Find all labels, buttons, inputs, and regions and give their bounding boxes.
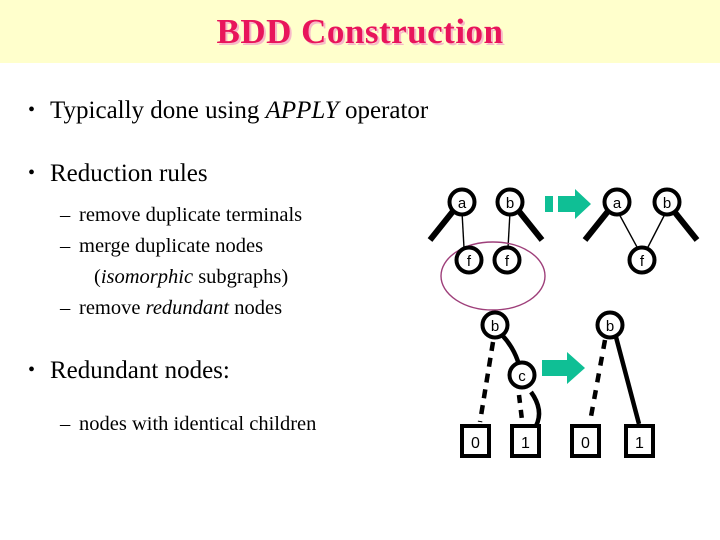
edge-a-to-f1	[461, 211, 465, 249]
terminal-label: 0	[581, 435, 590, 452]
node-label: f	[640, 253, 645, 270]
bullet-marker: •	[28, 162, 36, 184]
terminal-0-right: 0	[570, 424, 601, 458]
edge-a-right-to-f	[617, 211, 638, 248]
reduction-arrow-bottom	[542, 352, 585, 384]
sub-bullet-text: remove duplicate terminals	[79, 204, 303, 226]
sub-bullet-text-before: remove	[79, 297, 146, 319]
node-b-right-lower: b	[595, 310, 625, 340]
sub-bullet-text: nodes with identical children	[79, 413, 317, 435]
node-b-right: b	[652, 187, 682, 217]
dash-marker: –	[60, 235, 71, 257]
sub-bullet-text-emphasis: redundant	[145, 297, 230, 319]
terminal-label: 0	[471, 435, 480, 452]
paren-open: (	[94, 266, 101, 288]
node-label: b	[606, 318, 614, 335]
node-label: f	[505, 253, 510, 270]
bullet-text-emphasis: APPLY	[265, 97, 339, 124]
sub-bullet-isomorphic-subgraphs: (isomorphic subgraphs)	[94, 266, 288, 289]
left-graph-before-reduction: a b f f b c	[427, 187, 546, 458]
edge-c-to-term1-solid	[529, 390, 542, 428]
node-label: b	[491, 318, 499, 335]
edge-b-left-outer	[515, 208, 545, 242]
node-b-left-lower: b	[480, 310, 510, 340]
terminal-label: 1	[635, 435, 644, 452]
node-c-left: c	[507, 360, 537, 390]
node-label: b	[663, 195, 671, 212]
edge-b-to-f2	[507, 211, 511, 249]
sub-bullet-text-after: subgraphs)	[193, 266, 289, 288]
edge-b-right-to-term1-solid	[613, 336, 642, 425]
dash-marker: –	[60, 413, 71, 435]
reduction-arrow-top	[545, 189, 591, 219]
node-label: a	[613, 195, 622, 212]
bullet-text: Redundant nodes:	[50, 357, 230, 384]
sub-bullet-text-after: nodes	[229, 297, 283, 319]
node-label: a	[458, 195, 467, 212]
node-f-right-merged: f	[627, 245, 657, 275]
sub-bullet-text: merge duplicate nodes	[79, 235, 264, 257]
node-label: c	[518, 368, 526, 385]
edge-c-to-term1-dashed	[516, 394, 525, 421]
sub-bullet-text-emphasis: isomorphic	[100, 266, 194, 288]
dash-marker: –	[60, 204, 71, 226]
edge-b-lower-to-term0-dashed	[477, 341, 496, 423]
node-a-right: a	[602, 187, 632, 217]
right-graph-after-reduction: a b f b 0 1	[570, 187, 700, 458]
terminal-0-left: 0	[460, 424, 491, 458]
sub-bullet-merge-duplicate-nodes: –merge duplicate nodes	[60, 235, 263, 258]
edge-a-left-outer	[427, 208, 457, 242]
bullet-marker: •	[28, 359, 36, 381]
bullet-text: Reduction rules	[50, 160, 208, 187]
node-label: f	[467, 253, 472, 270]
node-f-left-1: f	[454, 245, 484, 275]
node-a-left: a	[447, 187, 477, 217]
dash-marker: –	[60, 297, 71, 319]
bullet-item-redundant-nodes: • Redundant nodes:	[28, 357, 230, 385]
bullet-text-before: Typically done using	[50, 97, 266, 124]
sub-bullet-remove-redundant-nodes: –remove redundant nodes	[60, 297, 282, 320]
node-b-left: b	[495, 187, 525, 217]
slide-body: • Typically done using APPLY operator • Re…	[0, 63, 440, 540]
sub-bullet-identical-children: –nodes with identical children	[60, 413, 316, 436]
terminal-1-right: 1	[624, 424, 655, 458]
bullet-item-apply: • Typically done using APPLY operator	[28, 97, 428, 125]
node-label: b	[506, 195, 514, 212]
edge-a-right-outer	[582, 208, 612, 242]
bullet-item-reduction-rules: • Reduction rules	[28, 160, 208, 188]
terminal-1-left: 1	[510, 424, 541, 458]
sub-bullet-remove-duplicate-terminals: –remove duplicate terminals	[60, 204, 302, 227]
edge-b-right-to-term0-dashed	[587, 339, 608, 423]
edge-b-right-to-f	[647, 211, 667, 248]
node-f-left-2: f	[492, 245, 522, 275]
bullet-text-after: operator	[338, 97, 429, 124]
terminal-label: 1	[521, 435, 530, 452]
duplicate-nodes-highlight-ellipse	[440, 241, 546, 311]
edge-b-right-outer	[670, 208, 700, 242]
bullet-marker: •	[28, 99, 36, 121]
title-banner	[0, 0, 720, 63]
page-title: BDD Construction	[216, 12, 504, 51]
bdd-reduction-diagram: a b f f b c	[420, 170, 720, 480]
